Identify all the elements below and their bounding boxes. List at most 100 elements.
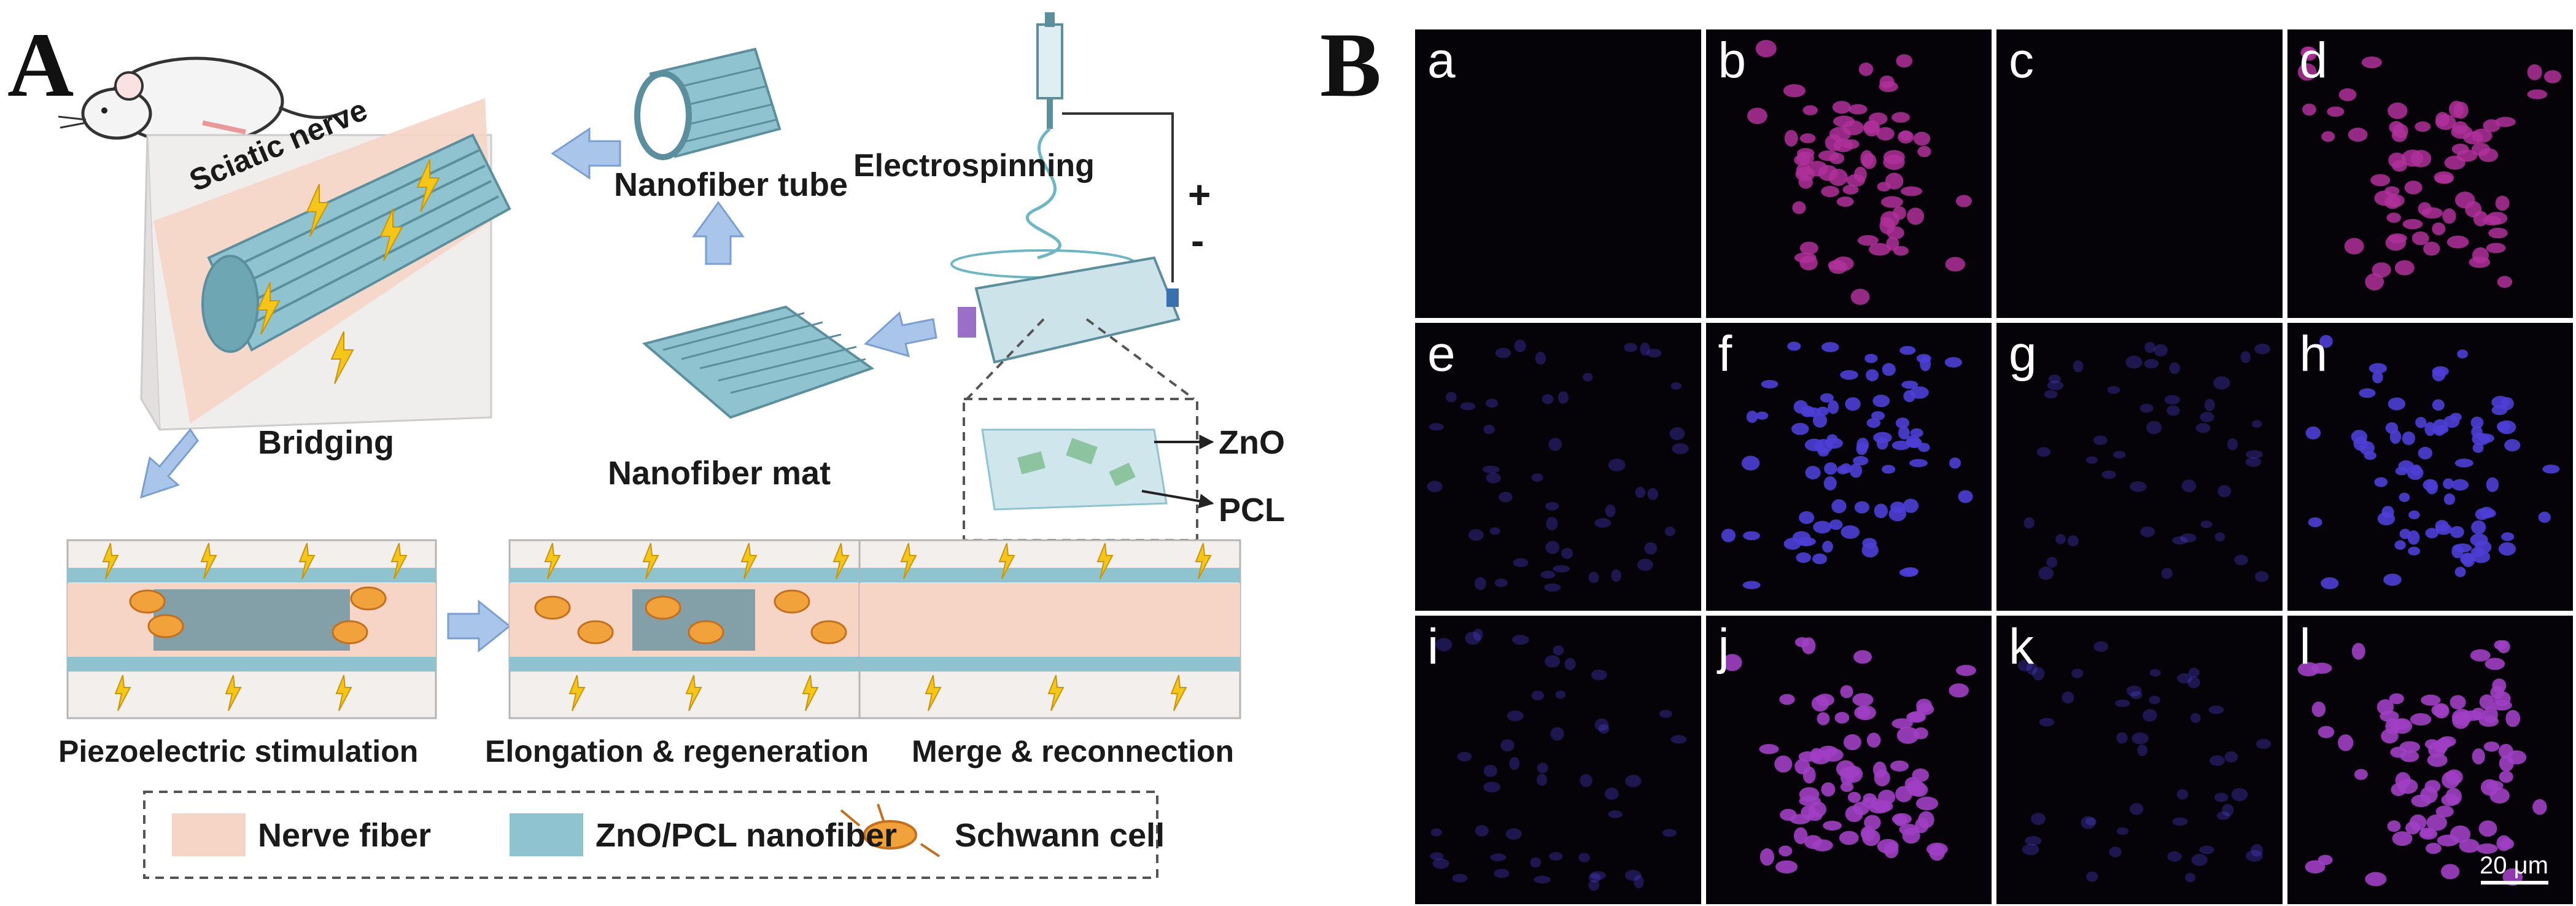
nucleus — [1435, 638, 1453, 652]
pcl-label: PCL — [1219, 492, 1285, 528]
nucleus — [2302, 47, 2317, 61]
legend-zno-pcl-nanofiber: ZnO/PCL nanofiber — [596, 817, 898, 854]
nucleus — [1452, 873, 1468, 883]
cell-letter-h: h — [2299, 325, 2328, 382]
nucleus — [1796, 148, 1814, 158]
nucleus — [1802, 105, 1818, 115]
nucleus — [1490, 853, 1507, 862]
nucleus — [1485, 398, 1499, 408]
nucleus — [1948, 683, 1969, 698]
nucleus — [2321, 131, 2335, 142]
microscopy-cell-j: j — [1705, 616, 1992, 904]
nucleus — [1868, 112, 1888, 125]
nucleus — [2389, 746, 2407, 758]
nucleus — [1611, 569, 1621, 582]
scale-bar-label: 20 μm — [2480, 851, 2548, 879]
nucleus — [2483, 741, 2499, 752]
nucleus — [1530, 858, 1542, 868]
nucleus — [2418, 446, 2432, 460]
nucleus — [1858, 62, 1873, 76]
stage-boxes — [66, 539, 1241, 719]
cell-letter-d: d — [2299, 33, 2328, 88]
nucleus — [2354, 769, 2368, 781]
nucleus — [2472, 550, 2490, 563]
nucleus — [2456, 349, 2468, 358]
nucleus — [1901, 380, 1918, 389]
nucleus — [2495, 195, 2510, 211]
nucleus — [2240, 350, 2251, 363]
nucleus — [2224, 751, 2238, 763]
nanofiber-tube-illustration — [634, 47, 782, 160]
nucleus — [1558, 390, 1569, 404]
nucleus — [1473, 629, 1483, 641]
nucleus — [2047, 380, 2064, 390]
nucleus — [1812, 521, 1831, 533]
nucleus — [1799, 133, 1815, 144]
nucleus — [2351, 643, 2365, 660]
nucleus — [2109, 846, 2122, 858]
nucleus — [1509, 757, 1520, 770]
nucleus — [2046, 556, 2058, 568]
nucleus — [1742, 581, 1761, 589]
cell-letter-a: a — [1427, 33, 1456, 88]
nucleus — [1893, 815, 1907, 827]
nucleus — [2504, 438, 2520, 452]
nucleus — [1499, 491, 1513, 502]
nucleus — [1495, 347, 1511, 358]
nucleus — [1900, 186, 1922, 196]
nucleus — [2086, 872, 2098, 882]
nucleus — [1896, 727, 1919, 745]
nucleus — [2485, 657, 2505, 670]
nucleus — [1866, 417, 1880, 428]
nucleus — [1853, 650, 1872, 664]
nucleus — [2451, 479, 2469, 490]
nucleus — [2227, 438, 2238, 451]
nucleus — [2423, 241, 2440, 256]
nucleus — [1806, 161, 1828, 177]
nucleus — [2130, 691, 2143, 700]
nucleus — [1779, 694, 1795, 705]
nucleus — [2359, 441, 2375, 455]
nucleus — [1871, 411, 1885, 420]
nucleus — [2081, 816, 2096, 830]
nucleus — [1905, 435, 1920, 447]
nucleus — [1823, 476, 1837, 490]
nucleus — [2204, 398, 2216, 411]
nucleus — [2389, 693, 2404, 705]
nucleus — [2086, 456, 2098, 464]
nucleus — [1531, 473, 1543, 482]
nucleus — [2251, 844, 2264, 857]
nucleus — [2161, 567, 2173, 579]
nucleus — [1546, 516, 1558, 530]
nucleus — [1505, 828, 1522, 840]
nucleus — [1811, 839, 1833, 852]
nucleus — [2424, 422, 2435, 436]
nucleus — [2538, 511, 2551, 523]
nucleus — [1747, 107, 1767, 125]
nucleus — [2450, 525, 2464, 538]
cell-nuclei-d — [2297, 46, 2561, 291]
nucleus — [2431, 704, 2448, 717]
nucleus — [2437, 835, 2459, 847]
nucleus — [1852, 693, 1873, 707]
nucleus — [1475, 825, 1489, 837]
nucleus — [1872, 394, 1890, 407]
nucleus — [1460, 401, 1475, 411]
nucleus — [2527, 89, 2547, 99]
electrospinning-label: Electrospinning — [853, 148, 1095, 184]
nucleus — [2338, 88, 2356, 101]
nucleus — [2392, 831, 2412, 846]
nucleus — [2432, 399, 2445, 411]
nucleus — [2472, 443, 2483, 453]
nucleus — [1890, 501, 1905, 513]
nucleus — [2386, 212, 2401, 223]
nucleus — [1798, 175, 1813, 189]
nucleus — [1839, 463, 1852, 473]
nucleus — [1843, 734, 1861, 751]
nucleus — [2472, 247, 2489, 264]
nucleus — [1868, 242, 1891, 256]
nucleus — [1903, 498, 1918, 513]
nucleus — [2471, 128, 2493, 143]
nucleus — [2471, 708, 2486, 721]
